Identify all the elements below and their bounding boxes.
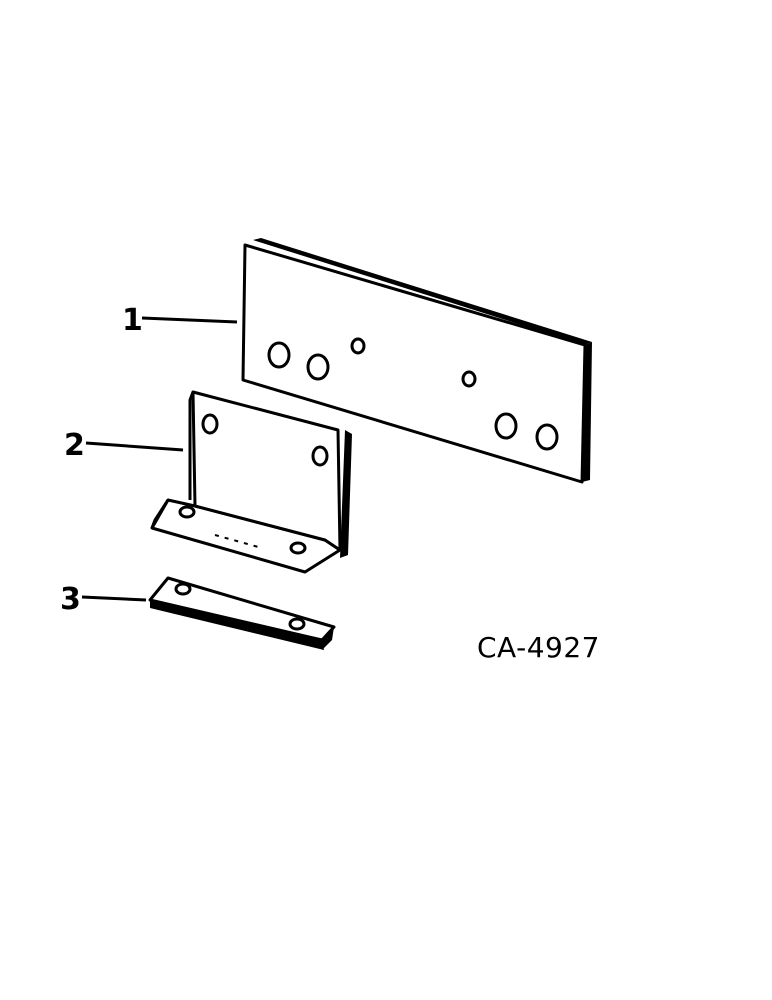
part-1-plate: [241, 238, 592, 484]
plate-hole: [267, 341, 291, 369]
part-3-flat-strap: [148, 576, 336, 650]
plate-hole: [535, 423, 559, 451]
bracket-hole: [178, 505, 196, 519]
callout-number-1: 1: [122, 303, 143, 338]
bracket-hole: [311, 445, 329, 467]
leader-line-1: [141, 316, 238, 324]
leader-line-2: [85, 441, 184, 452]
callout-number-2: 2: [64, 428, 85, 463]
strap-hole: [174, 582, 192, 596]
part-2-angle-bracket: [150, 390, 352, 574]
plate-hole: [350, 337, 366, 355]
plate-hole: [306, 353, 330, 381]
callout-number-3: 3: [60, 582, 81, 617]
leader-line-3: [81, 595, 147, 602]
bracket-hole: [201, 413, 219, 435]
drawing-id-label: CA-4927: [477, 631, 600, 664]
plate-hole: [461, 370, 477, 388]
strap-hole: [288, 617, 306, 631]
plate-hole: [494, 412, 518, 440]
bracket-hole: [289, 541, 307, 555]
